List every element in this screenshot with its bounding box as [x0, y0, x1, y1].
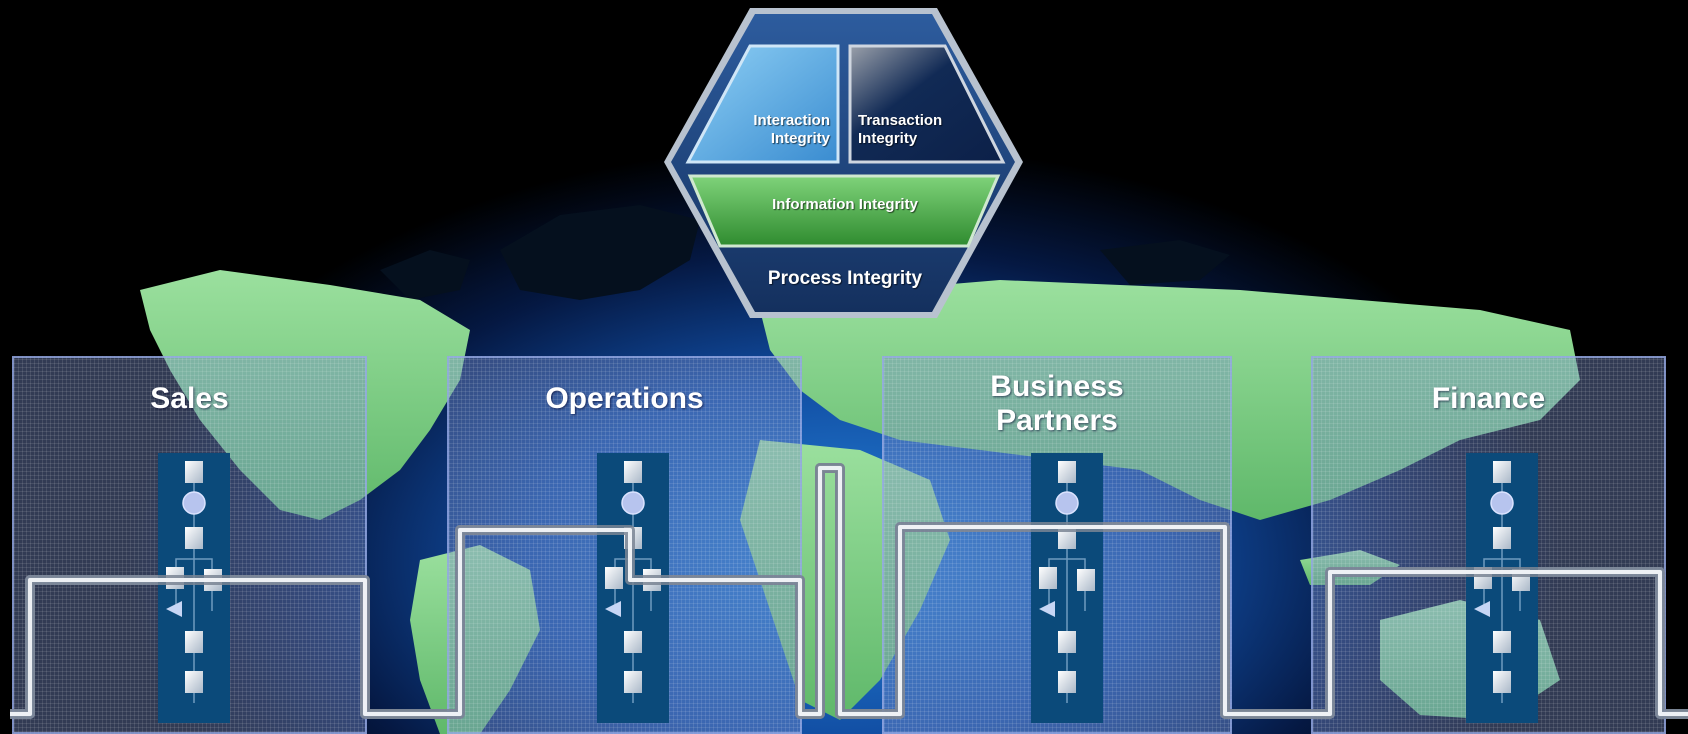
finance-panel: Finance — [1311, 356, 1666, 734]
finance-flow-glyph — [1473, 460, 1531, 704]
transaction-integrity-label: Transaction Integrity — [858, 112, 968, 148]
eurasia-shape — [760, 280, 1580, 520]
greenland-shape — [500, 205, 700, 300]
arctic-islands-shape — [380, 250, 470, 300]
operations-title: Operations — [545, 382, 704, 415]
business-partners-title-line1: Business — [990, 370, 1124, 403]
south-america-shape — [410, 545, 540, 734]
business-partners-flow-glyph — [1038, 460, 1096, 704]
transaction-label-line1: Transaction — [858, 112, 943, 129]
north-america-shape — [140, 270, 470, 520]
process-integrity-label: Process Integrity — [767, 268, 923, 289]
sales-title: Sales — [150, 382, 229, 415]
sales-panel: Sales — [12, 356, 367, 734]
interaction-label-line1: Interaction — [753, 112, 830, 129]
information-integrity-label: Information Integrity — [772, 196, 918, 213]
interaction-tile — [685, 44, 840, 164]
business-partners-title: Business Partners — [884, 370, 1230, 438]
transaction-tile — [848, 44, 1006, 164]
siberia-islands-shape — [1100, 240, 1230, 285]
interaction-integrity-label: Interaction Integrity — [720, 112, 830, 148]
transaction-label-line2: Integrity — [858, 130, 918, 147]
business-partners-title-line2: Partners — [996, 404, 1118, 437]
interaction-label-line2: Integrity — [770, 130, 830, 147]
information-tile — [687, 174, 1001, 248]
finance-title: Finance — [1431, 382, 1546, 415]
connector-pipe-overlay — [10, 463, 1688, 719]
